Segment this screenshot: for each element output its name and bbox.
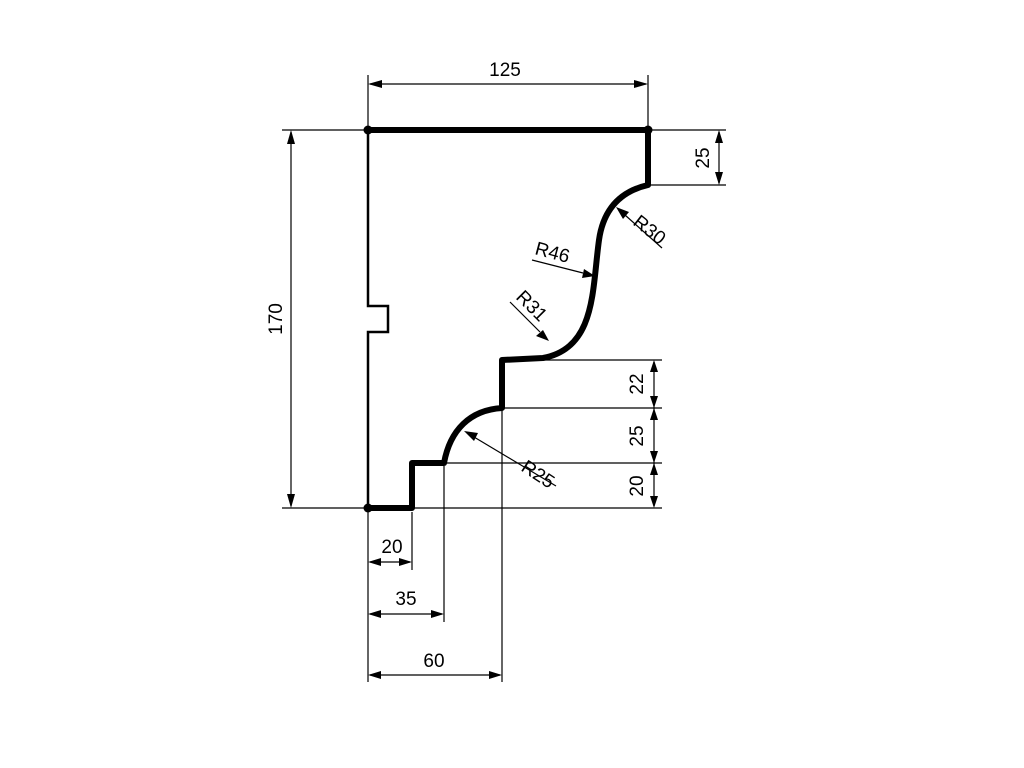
dimension-top-step: 25 — [650, 129, 726, 186]
dim-label-top-25: 25 — [693, 147, 714, 168]
dim-label-20-bottom: 20 — [381, 537, 402, 558]
dimension-bottom-steps: 20 35 60 — [367, 410, 503, 682]
dim-label-20-right: 20 — [627, 475, 648, 496]
profile-left-edge — [366, 130, 390, 508]
corner-dot-top-right — [643, 125, 653, 135]
dim-label-170: 170 — [266, 303, 287, 335]
dimension-width-total: 125 — [367, 60, 649, 128]
dim-label-35: 35 — [395, 589, 416, 610]
corner-dot-top-left — [363, 125, 373, 135]
radius-label-r46: R46 — [533, 239, 572, 268]
profile-outline — [363, 125, 653, 513]
dim-label-125: 125 — [489, 60, 521, 81]
dim-label-22: 22 — [627, 373, 648, 394]
radius-r46: R46 — [531, 239, 595, 278]
dimension-height-total: 170 — [266, 129, 366, 509]
dim-label-25: 25 — [627, 425, 648, 446]
corner-dot-bottom-left — [363, 503, 373, 513]
profile-right-contour — [365, 127, 651, 511]
radius-label-r31: R31 — [511, 287, 550, 326]
radius-label-r30: R30 — [629, 211, 669, 249]
radius-r30: R30 — [616, 207, 669, 249]
radius-r31: R31 — [509, 287, 551, 341]
dimension-right-steps: 22 25 20 — [414, 359, 662, 509]
radius-label-r25: R25 — [517, 457, 558, 494]
radius-r25: R25 — [464, 431, 558, 493]
dim-label-60: 60 — [423, 651, 444, 672]
